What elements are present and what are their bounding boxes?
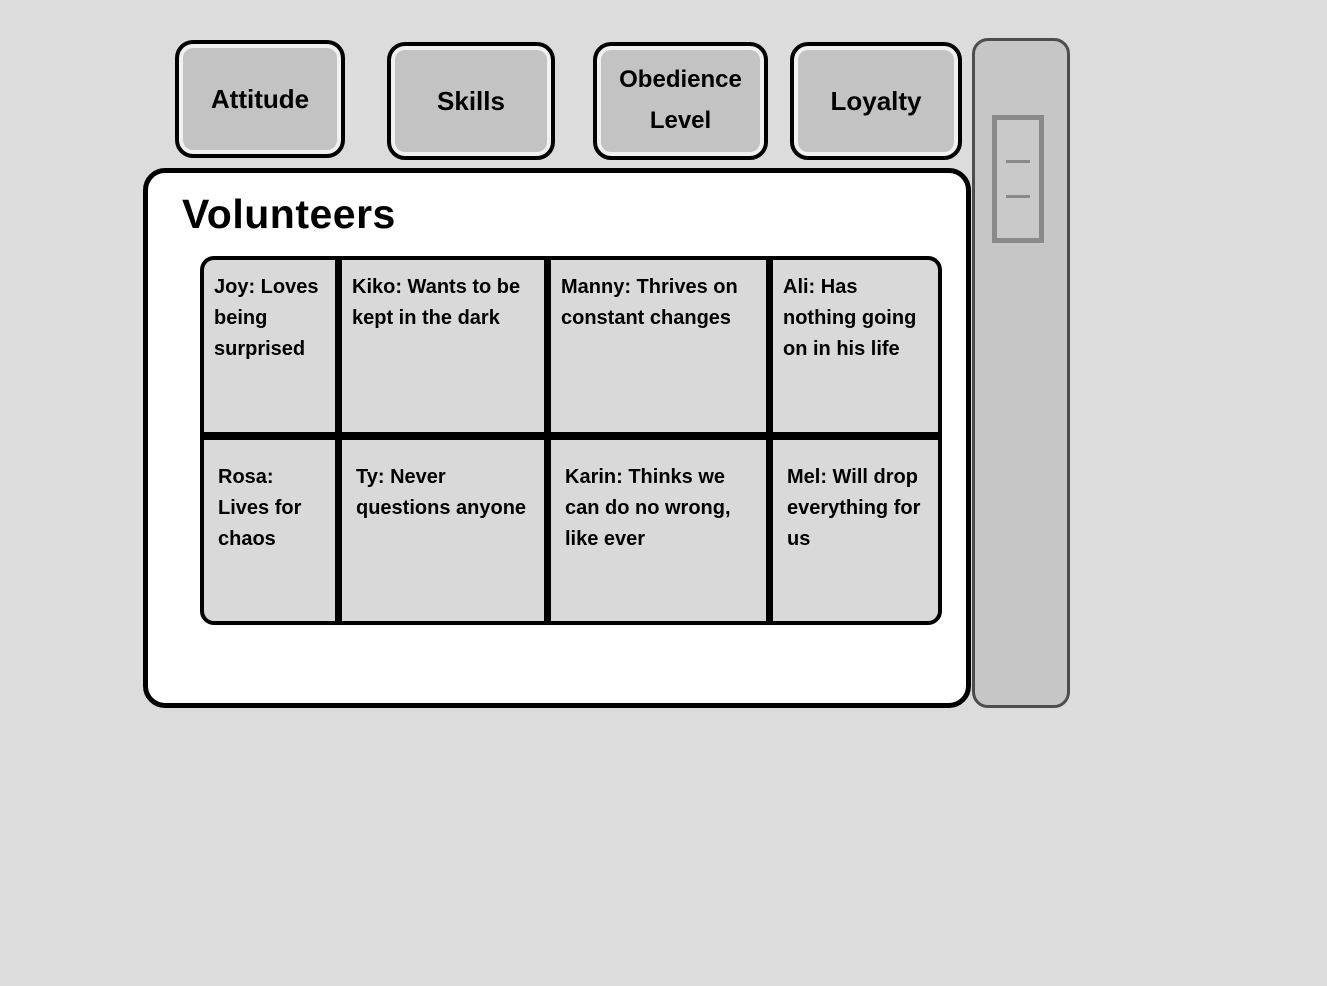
volunteer-cell-ali[interactable]: Ali: Has nothing going on in his life xyxy=(773,260,938,432)
scrollbar-grip-line xyxy=(1006,195,1030,198)
volunteer-cell-joy[interactable]: Joy: Loves being surprised xyxy=(204,260,335,432)
tab-attitude[interactable]: Attitude xyxy=(175,40,345,158)
tab-obedience-level[interactable]: Obedience Level xyxy=(593,42,768,160)
scrollbar-grip-line xyxy=(1006,160,1030,163)
tab-skills[interactable]: Skills xyxy=(387,42,555,160)
volunteers-table: Joy: Loves being surprised Kiko: Wants t… xyxy=(200,256,942,625)
tab-loyalty[interactable]: Loyalty xyxy=(790,42,962,160)
volunteer-cell-ty[interactable]: Ty: Never questions anyone xyxy=(342,440,544,621)
volunteer-cell-mel[interactable]: Mel: Will drop everything for us xyxy=(773,440,938,621)
volunteer-cell-rosa[interactable]: Rosa: Lives for chaos xyxy=(204,440,335,621)
volunteer-cell-karin[interactable]: Karin: Thinks we can do no wrong, like e… xyxy=(551,440,766,621)
panel-title: Volunteers xyxy=(182,191,396,237)
volunteer-cell-manny[interactable]: Manny: Thrives on constant changes xyxy=(551,260,766,432)
scrollbar-thumb[interactable] xyxy=(992,115,1044,243)
volunteers-panel: Volunteers Joy: Loves being surprised Ki… xyxy=(143,168,971,708)
scrollbar-track[interactable] xyxy=(972,38,1070,708)
volunteer-cell-kiko[interactable]: Kiko: Wants to be kept in the dark xyxy=(342,260,544,432)
